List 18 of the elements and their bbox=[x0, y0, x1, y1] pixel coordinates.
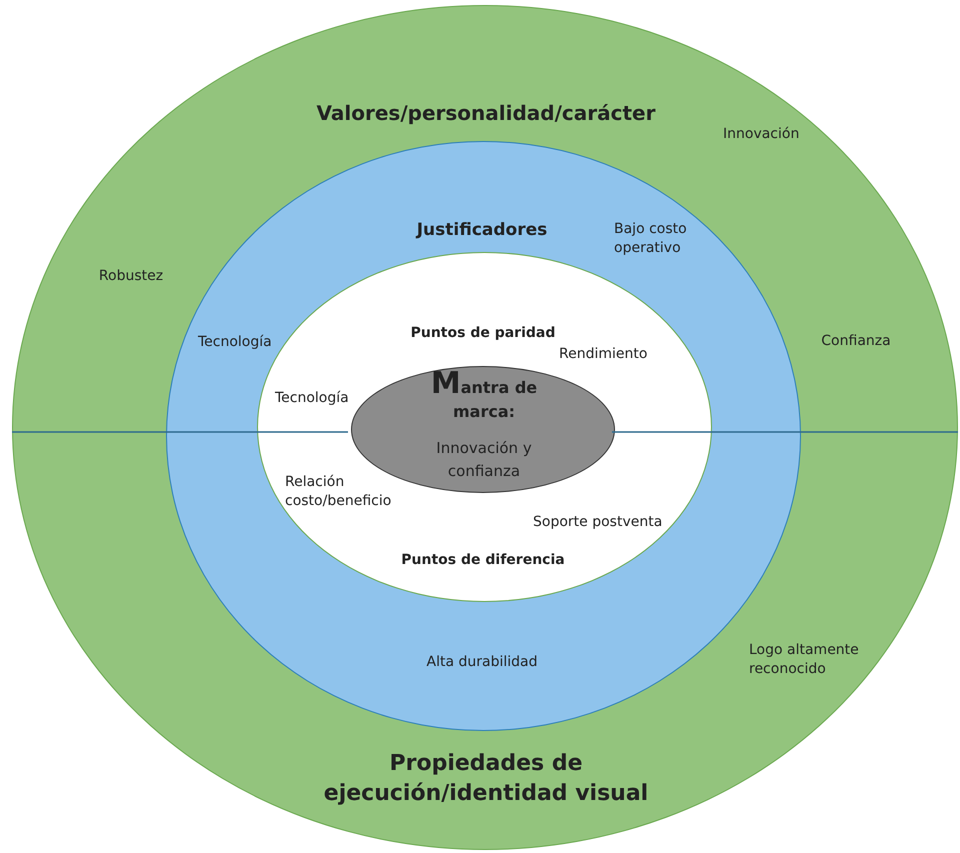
heading: Puntos de diferencia bbox=[400, 551, 566, 570]
heading: Valores/personalidad/carácter bbox=[316, 100, 656, 127]
reason-text: Alta durabilidad bbox=[426, 653, 538, 672]
heading: Justificadores bbox=[414, 219, 548, 242]
point-text: Rendimiento bbox=[559, 345, 648, 364]
value-text: Logo altamente reconocido bbox=[749, 641, 859, 679]
value-text: Confianza bbox=[820, 332, 892, 351]
heading: Puntos de paridad bbox=[410, 324, 556, 343]
value-text: Robustez bbox=[98, 267, 164, 286]
mantra-text: Innovación y confianza bbox=[435, 438, 533, 482]
heading: Propiedades de ejecución/identidad visual bbox=[322, 750, 650, 808]
point-text: Soporte postventa bbox=[533, 513, 664, 532]
value-text: Innovación bbox=[723, 125, 800, 144]
point-text: Tecnología bbox=[275, 389, 350, 408]
reason-text: Bajo costo operativo bbox=[614, 220, 688, 258]
mantra-heading: Mantra de marca: bbox=[430, 372, 538, 423]
reason-text: Tecnología bbox=[198, 333, 273, 352]
point-text: Relación costo/beneficio bbox=[285, 473, 392, 511]
